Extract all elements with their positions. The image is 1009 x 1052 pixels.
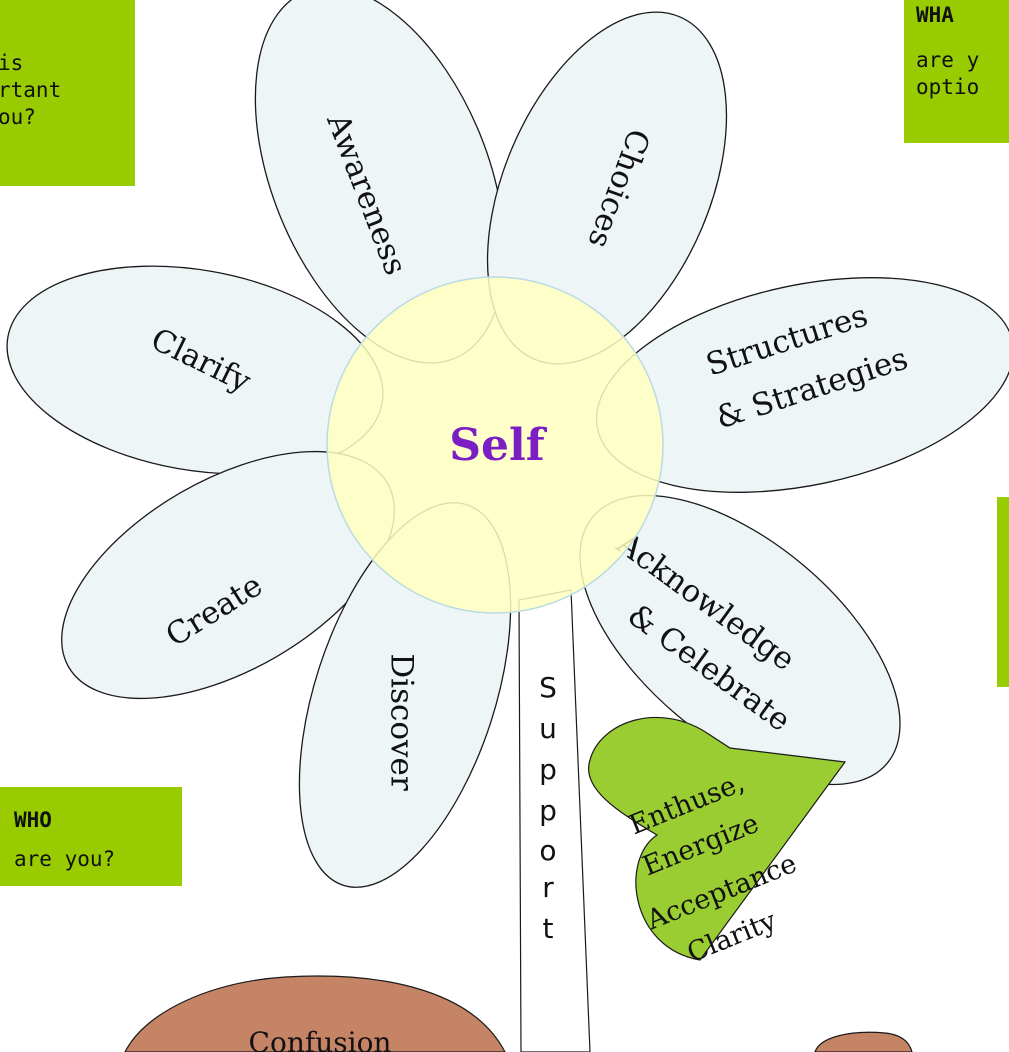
petal-acknowledge: Acknowledge & Celebrate [579,494,901,786]
support-stem: S u p p o r t [518,589,591,1052]
question-line: optio [916,75,980,99]
petal-structures: Structures & Strategies [595,277,1009,493]
stem-letter: u [539,712,557,745]
soil-left: Confusion [124,975,506,1052]
question-line: are you? [14,847,116,871]
petal-label-discover: Discover [384,653,420,791]
petal-create: Create [61,450,395,700]
stem-letter: S [539,671,557,704]
question-line: are y [916,48,980,72]
question-line: is [0,51,24,75]
stem-letter: p [539,794,557,827]
stem-letter: t [543,912,554,945]
center-label: Self [449,420,547,471]
petal-choices: Choices [486,11,728,365]
flower-center: Self [326,276,664,614]
question-box-right-edge [997,497,1009,687]
soil-right [814,1031,913,1052]
question-line: ou? [0,105,36,129]
question-box-top-right: WHA are y optio [904,0,1009,143]
soil-label: Confusion [249,1026,392,1052]
petal-awareness: Awareness [254,0,506,364]
question-box-top-left: is rtant ou? [0,0,135,186]
petal-clarify: Clarify [6,265,384,475]
question-line: rtant [0,78,62,102]
stem-letter: p [539,753,557,786]
stem-letter: o [539,834,556,867]
stem-label: S u p p o r t [539,671,557,945]
stem-letter: r [542,871,554,904]
question-keyword: WHO [14,808,52,832]
question-box-who: WHO are you? [0,787,182,886]
question-keyword: WHA [916,3,954,27]
